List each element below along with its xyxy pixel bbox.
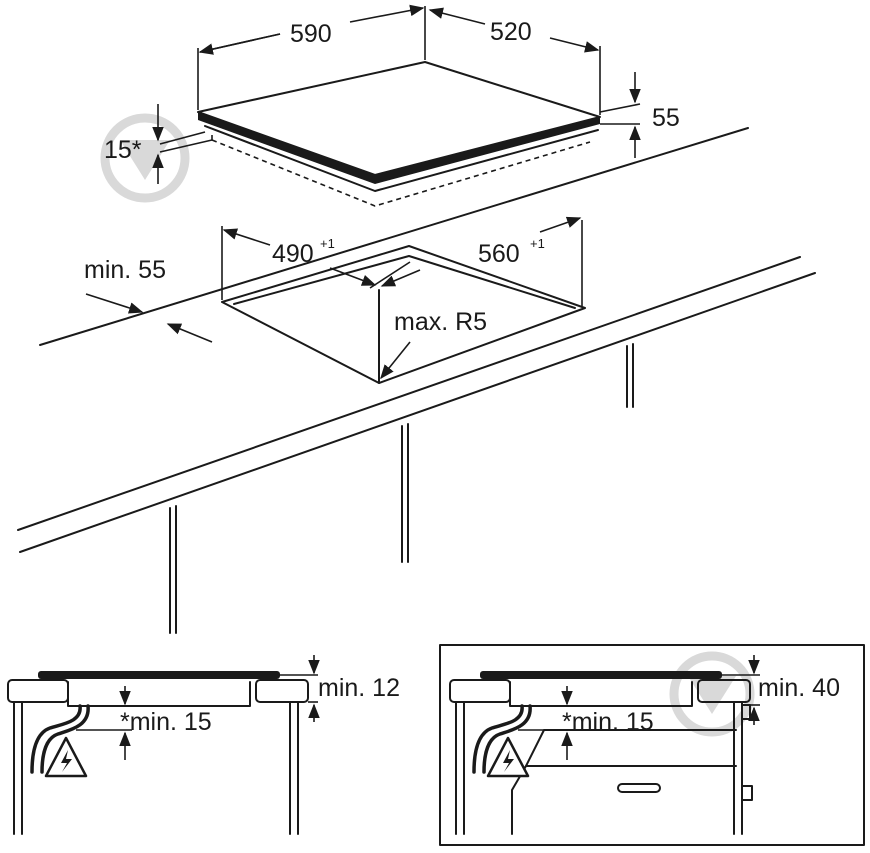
hob-offset-label: 15* [104, 136, 142, 164]
hob-3d-view [159, 61, 601, 207]
rear-clearance-label: min. 55 [84, 256, 166, 284]
corner-radius-label: max. R5 [394, 308, 487, 336]
left-top-clearance-label: min. 12 [318, 674, 400, 702]
right-bottom-clearance-label: *min. 15 [562, 708, 654, 736]
watermark-logo-top [100, 113, 190, 203]
cutout-width-label: 490 [272, 240, 314, 268]
cutout-depth-dimension [380, 216, 583, 306]
right-top-clearance-label: min. 40 [758, 674, 840, 702]
cutout-depth-tolerance: +1 [530, 236, 545, 251]
rear-clearance-dimension [85, 293, 213, 343]
cutout-depth-label: 560 [478, 240, 520, 268]
hob-width-label: 590 [290, 20, 332, 48]
cutout-width-tolerance: +1 [320, 236, 335, 251]
watermark-logo-bottom [669, 651, 755, 737]
electric-hazard-warning-icon [44, 736, 88, 778]
left-top-clearance-dimension [280, 655, 320, 722]
cutout-width-dimension [221, 226, 377, 300]
hob-depth-label: 520 [490, 18, 532, 46]
right-top-clearance-dimension [722, 655, 760, 725]
right-section-view [439, 644, 865, 846]
electric-hazard-warning-icon-right [486, 736, 530, 778]
hob-depth-dimension [428, 7, 601, 115]
hob-height-label: 55 [652, 104, 680, 132]
corner-radius-leader [380, 341, 411, 380]
worktop [17, 127, 816, 634]
hob-height-dimension [599, 72, 641, 158]
hob-width-dimension [197, 4, 426, 110]
left-bottom-clearance-label: *min. 15 [120, 708, 212, 736]
left-section-view [7, 671, 309, 835]
worktop-cutout [221, 245, 586, 384]
